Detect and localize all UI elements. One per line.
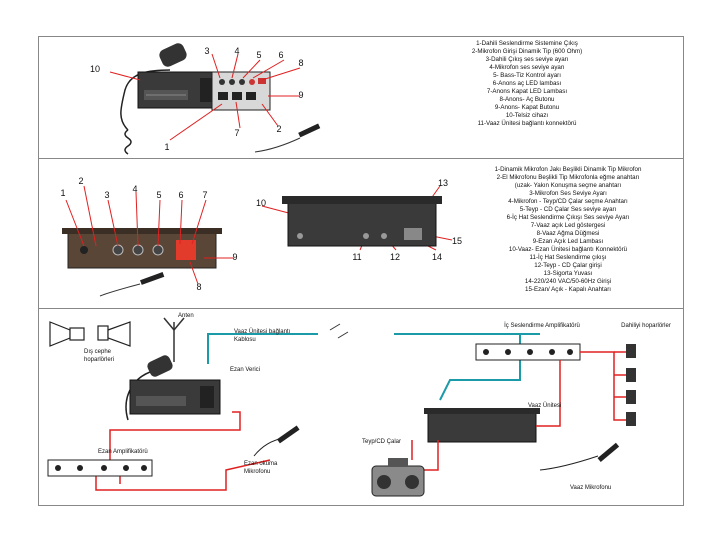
- divider-2: [38, 308, 684, 309]
- legend-1-item: 8-Anons- Aç Butonu: [499, 96, 555, 103]
- legend-1-item: 9-Anons- Kapat Butonu: [494, 104, 560, 111]
- indoor-speakers: [626, 344, 636, 426]
- callout-p2-3: 3: [104, 190, 110, 200]
- legend-2-item: 6-İç Hat Seslendirme Çıkışı Ses seviye A…: [506, 214, 630, 221]
- coiled-cable: [120, 69, 171, 155]
- label-indoor-speakers: Dahiliyi hoparlörler: [621, 323, 671, 329]
- diagram-frame: [38, 36, 684, 506]
- stick-mic-2: [140, 272, 165, 285]
- label-indoor-amp: İç Seslendirme Amplifikatörü: [504, 323, 580, 329]
- callout-p2-6: 6: [178, 190, 184, 200]
- callout-p2-10: 10: [255, 198, 266, 208]
- label-transmitter: Ezan Verici: [230, 367, 261, 373]
- label-outdoor-speakers: Dış cephe hoparlörleri: [84, 349, 115, 363]
- callout-p2-13: 13: [437, 178, 448, 188]
- tape-cd-device: [371, 458, 425, 497]
- divider-1: [38, 158, 684, 159]
- callout-p2-7: 7: [202, 190, 208, 200]
- teal-cable: [207, 333, 318, 364]
- callout-p2-14: 14: [431, 252, 442, 262]
- teal-cable-2: [394, 333, 521, 401]
- legend-1-item: 1-Dahili Seslendirme Sistemine Çıkış: [476, 40, 578, 47]
- callout-p2-4: 4: [132, 184, 138, 194]
- outdoor-speakers: [49, 321, 131, 347]
- legend-2-item: 4-Mikrofon - Teyp/CD Çalar seçme Anahtar…: [508, 198, 628, 205]
- legend-1-item: 10-Telsiz cihazı: [505, 112, 549, 119]
- antenna: [163, 317, 185, 362]
- break-marks: [329, 323, 349, 339]
- callout-8: 8: [298, 58, 304, 68]
- legend-2-item: 3-Mikrofon Ses Seviye Ayarı: [529, 190, 607, 197]
- legend-1-item: 3-Dahili Çıkış ses seviye ayarı: [485, 56, 569, 63]
- callout-p2-11: 11: [352, 252, 362, 262]
- legend-1-item: 5- Bass-Tiz Kontrol ayarı: [493, 72, 561, 79]
- ezan-mic: [277, 425, 300, 444]
- legend-panel-1: 1-Dahili Seslendirme Sistemine Çıkış 2-M…: [452, 40, 602, 128]
- ezan-amp-device: [47, 459, 153, 477]
- legend-2-item: 13-Sigorta Yuvası: [543, 270, 593, 277]
- legend-1-item: 6-Anons aç LED lambası: [492, 80, 562, 87]
- amplifier-front: [62, 228, 222, 269]
- callout-4: 4: [234, 46, 240, 56]
- callout-9: 9: [298, 90, 304, 100]
- label-ezan-mic: Ezan okuma Mikrofonu: [244, 461, 278, 475]
- legend-2-item: 1-Dinamik Mikrofon Jakı Beşlikli Dinamik…: [494, 166, 642, 173]
- callout-6: 6: [278, 50, 284, 60]
- legend-2-item: 15-Ezan/ Açık - Kapalı Anahtarı: [525, 286, 611, 293]
- legend-1-item: 7-Anons Kapat LED Lambası: [486, 88, 568, 95]
- label-ezan-amp: Ezan Amplifikatörü: [98, 449, 148, 455]
- callout-p2-5: 5: [156, 190, 162, 200]
- label-tape-cd: Teyp/CD Çalar: [362, 439, 402, 445]
- legend-2-item: 12-Teyp - CD Çalar girişi: [534, 262, 602, 269]
- vaaz-unit-device: [424, 408, 540, 443]
- legend-2-item: 7-Vaaz açık Led göstergesi: [530, 222, 606, 229]
- legend-2-item: 8-Vaaz Ağma Düğmesi: [536, 230, 600, 237]
- callout-5: 5: [256, 50, 262, 60]
- callout-p2-15: 15: [451, 236, 462, 246]
- label-vaaz-mic: Vaaz Mikrofonu: [570, 485, 612, 491]
- vaaz-mic: [597, 442, 620, 463]
- legend-2-item: 5-Teyp - CD Çalar Ses seviye ayarı: [519, 206, 617, 213]
- legend-1-item: 4-Mikrofon ses seviye ayarı: [489, 64, 565, 71]
- radio-device-2: [129, 379, 221, 415]
- legend-panel-2: 1-Dinamik Mikrofon Jakı Beşlikli Dinamik…: [468, 166, 668, 294]
- callout-p2-8: 8: [196, 282, 202, 292]
- legend-1-item: 11-Vaaz Ünitesi bağlantı konnektörü: [477, 120, 577, 127]
- label-vaaz-unit: Vaaz Ünitesi: [528, 403, 562, 409]
- legend-1-item: 2-Mikrofon Girişi Dinamik Tip (600 Ohm): [471, 48, 583, 55]
- mic-cable-2: [99, 283, 141, 297]
- stick-mic-1: [298, 123, 321, 138]
- label-unit-cable: Vaaz Ünitesi bağlantı Kablosu: [234, 329, 291, 343]
- radio-device: [137, 71, 221, 109]
- callout-7: 7: [234, 128, 240, 138]
- callout-p2-2: 2: [78, 176, 84, 186]
- legend-2-item: 9-Ezan Açık Led Lambası: [532, 238, 604, 245]
- label-antenna: Anten: [178, 313, 194, 319]
- amplifier-rear: [282, 196, 442, 247]
- legend-2-item: 11-İç Hat Seslendirme çıkışı: [529, 254, 607, 261]
- indoor-amp-device: [475, 343, 581, 361]
- legend-2-item: 14-220/240 VAC/50-60Hz Girişi: [524, 278, 612, 285]
- callout-p2-1: 1: [60, 188, 66, 198]
- callout-2: 2: [276, 124, 282, 134]
- handheld-mic: [159, 43, 187, 67]
- callout-3: 3: [204, 46, 210, 56]
- mic-cable-1: [254, 137, 301, 153]
- legend-2-item: 2-El Mikrofonu Beşlikli Tip Mikrofonla e…: [496, 174, 640, 181]
- legend-2-item: (uzak- Yakın Konuşma seçme anahtarı: [514, 182, 622, 189]
- callout-lines-1: [109, 53, 301, 141]
- callout-10: 10: [89, 64, 100, 74]
- callout-1: 1: [164, 142, 170, 152]
- callout-p2-12: 12: [389, 252, 400, 262]
- legend-2-item: 10-Vaaz- Ezan Ünitesi bağlantı Konnektör…: [508, 246, 628, 253]
- callout-p2-9: 9: [232, 252, 238, 262]
